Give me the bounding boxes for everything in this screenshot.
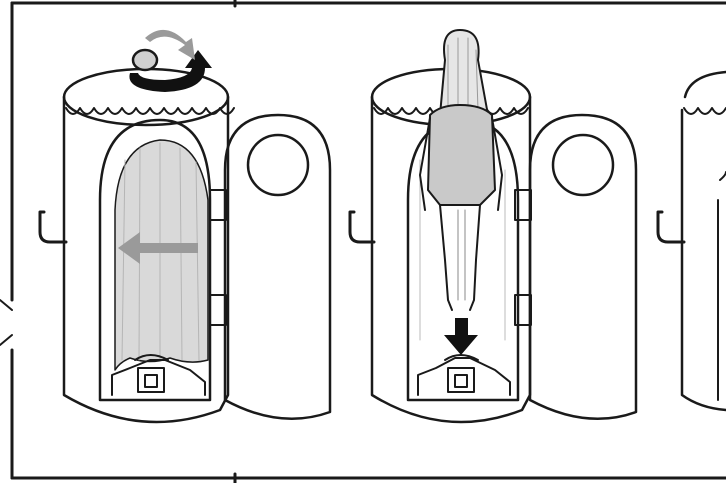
door-window: [553, 135, 613, 195]
panel-step-3-partial: [658, 72, 726, 410]
down-arrow-icon: [444, 318, 478, 355]
side-hook: [658, 212, 684, 242]
panel-step-2: [350, 30, 636, 422]
panel-step-1: [40, 30, 330, 422]
booth-top: [64, 69, 228, 125]
side-hook: [40, 212, 66, 242]
top-knob: [133, 50, 157, 70]
side-hook: [350, 212, 374, 242]
booth-door: [530, 115, 636, 419]
door-hinges: [210, 190, 226, 325]
doll-stand: [418, 355, 510, 395]
scallop-trim: [66, 108, 234, 114]
booth-door: [225, 115, 330, 419]
door-window: [248, 135, 308, 195]
